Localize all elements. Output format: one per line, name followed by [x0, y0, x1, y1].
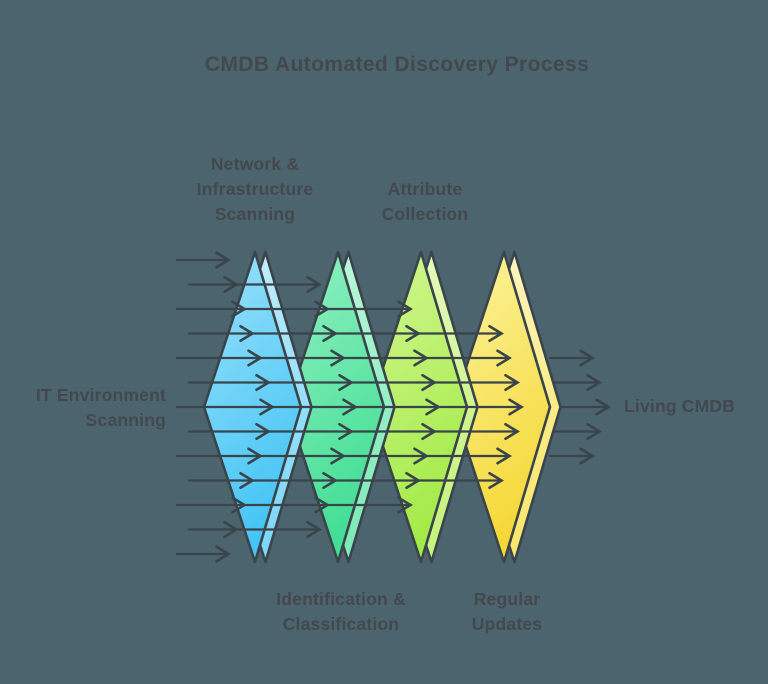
label-line: Living CMDB — [624, 396, 736, 416]
label-network-infrastructure-scanning: Network & Infrastructure Scanning — [155, 152, 355, 227]
label-regular-updates: Regular Updates — [407, 587, 607, 637]
label-identification-classification: Identification & Classification — [241, 587, 441, 637]
arrowhead-icon — [239, 472, 256, 489]
arrowhead-icon — [223, 276, 240, 293]
arrowhead-icon — [586, 374, 603, 391]
arrowhead-icon — [425, 398, 442, 416]
arrowhead-icon — [397, 300, 414, 318]
label-line: Updates — [471, 614, 543, 634]
label-line: Attribute — [387, 179, 463, 199]
arrowhead-icon — [330, 447, 347, 465]
arrowhead-icon — [259, 398, 276, 416]
arrowhead-icon — [421, 374, 438, 391]
arrowhead-icon — [239, 325, 256, 342]
arrowhead-icon — [338, 423, 355, 440]
label-line: Regular — [473, 589, 541, 609]
label-line: Classification — [282, 614, 400, 634]
arrowhead-icon — [579, 349, 596, 367]
arrowhead-icon — [215, 545, 232, 563]
arrowhead-icon — [397, 496, 414, 514]
arrowhead-icon — [255, 374, 272, 391]
label-line: Scanning — [214, 204, 296, 224]
arrowhead-icon — [496, 349, 513, 367]
arrowhead-icon — [330, 349, 347, 367]
arrowhead-icon — [413, 349, 430, 367]
label-line: Identification & — [276, 589, 406, 609]
label-line: IT Environment — [35, 385, 166, 405]
arrowhead-icon — [586, 423, 603, 440]
arrowhead-icon — [247, 447, 264, 465]
label-line: Infrastructure — [196, 179, 314, 199]
arrowhead-icon — [504, 423, 521, 440]
arrowhead-icon — [421, 423, 438, 440]
arrowhead-icon — [223, 521, 240, 538]
arrowhead-icon — [306, 276, 323, 293]
arrowhead-icon — [247, 349, 264, 367]
arrowhead-icon — [255, 423, 272, 440]
arrowhead-icon — [314, 496, 331, 514]
arrowhead-icon — [322, 325, 339, 342]
label-line: Collection — [381, 204, 469, 224]
arrowhead-icon — [405, 472, 422, 489]
flow-arrows — [175, 251, 612, 563]
label-attribute-collection: Attribute Collection — [325, 177, 525, 227]
label-line: Network & — [210, 154, 300, 174]
arrowhead-icon — [508, 398, 525, 416]
arrowhead-icon — [314, 300, 331, 318]
label-it-environment-scanning: IT Environment Scanning — [0, 383, 166, 433]
arrowhead-icon — [342, 398, 359, 416]
arrowhead-icon — [338, 374, 355, 391]
arrowhead-icon — [496, 447, 513, 465]
arrowhead-icon — [579, 447, 596, 465]
arrowhead-icon — [595, 398, 612, 416]
arrowhead-icon — [306, 521, 323, 538]
arrowhead-icon — [322, 472, 339, 489]
arrowhead-icon — [215, 251, 232, 269]
diagram-title: CMDB Automated Discovery Process — [204, 53, 590, 76]
arrowhead-icon — [504, 374, 521, 391]
arrowhead-icon — [231, 496, 248, 514]
label-line: Scanning — [85, 410, 166, 430]
arrowhead-icon — [488, 472, 505, 489]
arrowhead-icon — [405, 325, 422, 342]
label-living-cmdb: Living CMDB — [624, 394, 768, 419]
arrowhead-icon — [231, 300, 248, 318]
arrowhead-icon — [488, 325, 505, 342]
arrowhead-icon — [413, 447, 430, 465]
